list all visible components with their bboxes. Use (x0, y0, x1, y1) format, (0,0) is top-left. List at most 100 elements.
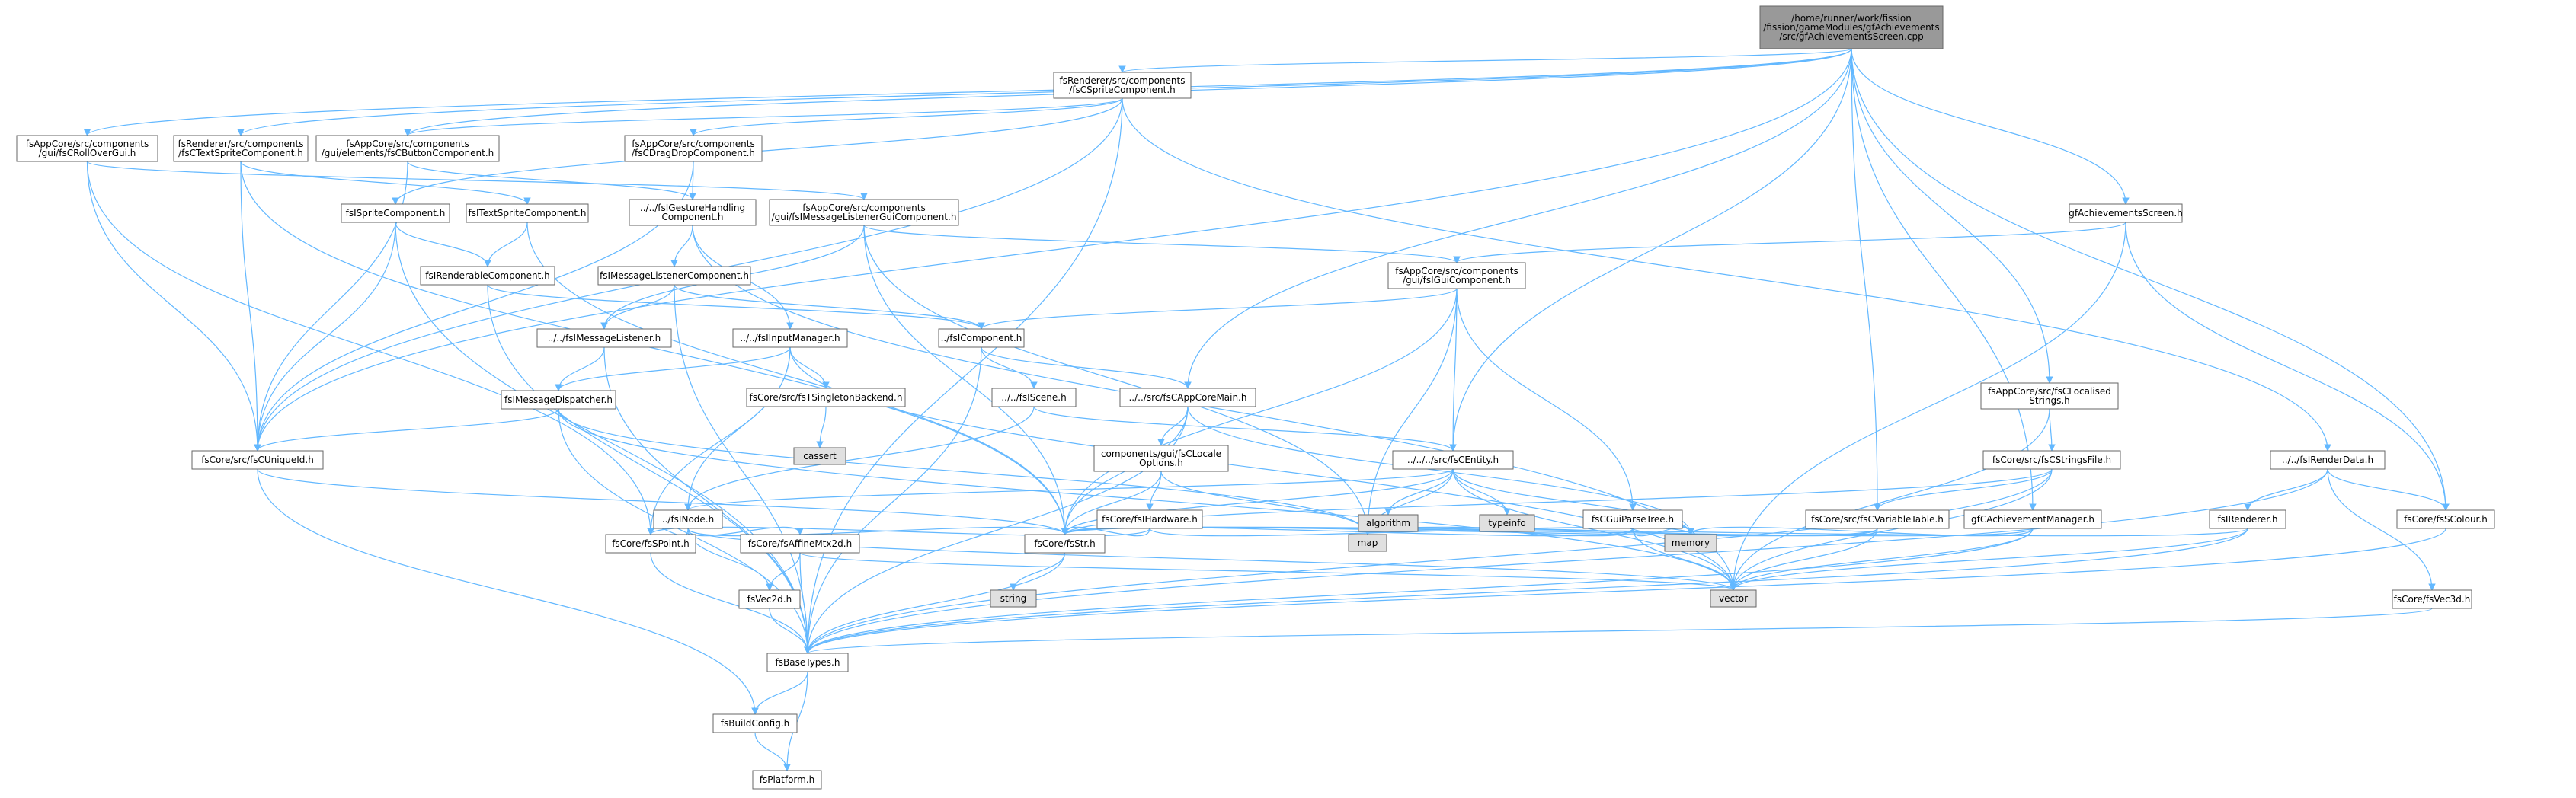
node-root[interactable]: /home/runner/work/fission/fission/gameMo… (1759, 5, 1944, 49)
edge-fsSpriteCompR-to-fsButtonComp (404, 97, 1123, 136)
node-fsINode[interactable]: ../fsINode.h (653, 509, 723, 529)
node-fsCAppCoreMain[interactable]: ../../src/fsCAppCoreMain.h (1119, 388, 1256, 407)
node-box-memory (1664, 534, 1717, 552)
node-fsVec3d[interactable]: fsCore/fsVec3d.h (2392, 589, 2472, 609)
edge-fsCUniqueId-to-fsBuildConfig (257, 468, 759, 715)
node-label: /fsCDragDropComponent.h (632, 148, 755, 158)
node-label: typeinfo (1488, 518, 1525, 528)
node-fsCEntity[interactable]: ../../../src/fsCEntity.h (1392, 450, 1514, 470)
node-label: vector (1719, 593, 1748, 604)
edge-fsTSingletonBackend-to-cassert (816, 406, 827, 448)
edge-fsMsgListenerGuiComp-to-fsIGuiComp (863, 225, 1461, 263)
edges-layer (84, 48, 2450, 771)
node-fsCVariableTable[interactable]: fsCore/src/fsCVariableTable.h (1805, 509, 1950, 529)
node-label: fsIMessageListenerComponent.h (600, 270, 749, 281)
node-fsIMsgListener[interactable]: ../../fsIMessageListener.h (536, 328, 672, 348)
node-fsIGuiComp[interactable]: fsAppCore/src/components/gui/fsIGuiCompo… (1387, 262, 1526, 289)
edge-fsISpriteComp-to-fsBaseTypes (395, 222, 811, 654)
node-label: fsAppCore/src/components (1395, 266, 1518, 276)
node-box-fsCLocaleOptions (1093, 445, 1229, 472)
edge-fsIGuiComp-to-fsCEntity (1449, 288, 1458, 452)
node-box-fsIScene (991, 388, 1077, 407)
node-fsIScene[interactable]: ../../fsIScene.h (991, 388, 1077, 407)
edge-root-to-fsCLocalisedStrings (1851, 48, 2053, 384)
node-fsRollOverGui[interactable]: fsAppCore/src/components/gui/fsCRollOver… (16, 135, 158, 162)
edge-root-to-gfAchManager (1851, 48, 2037, 511)
node-label: ../../fsIRenderData.h (2282, 455, 2373, 465)
node-label: ../fsINode.h (662, 514, 714, 525)
node-gfAchManager[interactable]: gfCAchievementManager.h (1963, 509, 2102, 529)
node-label: fsCore/src/fsTSingletonBackend.h (750, 392, 903, 403)
node-box-cassert (793, 447, 846, 465)
node-box-fsIRenderer (2209, 509, 2286, 529)
edge-fsTextSpriteComp-to-fsStr (240, 161, 1069, 535)
node-typeinfo: typeinfo (1479, 514, 1535, 532)
edge-fsINode-to-fsStr (687, 526, 1069, 537)
node-fsIMsgDispatcher[interactable]: fsIMessageDispatcher.h (501, 390, 616, 410)
edge-root-to-fsCUniqueId (254, 48, 1852, 452)
node-box-fsIInputManager (732, 328, 848, 348)
node-fsStr[interactable]: fsCore/fsStr.h (1024, 534, 1106, 554)
node-label: ../../../src/fsCEntity.h (1407, 455, 1499, 465)
node-fsBaseTypes[interactable]: fsBaseTypes.h (766, 653, 849, 672)
node-fsISpriteComp[interactable]: fsISpriteComponent.h (341, 203, 450, 223)
edge-fsRollOverGui-to-fsCUniqueId (86, 161, 261, 452)
node-fsIMsgListenerComp[interactable]: fsIMessageListenerComponent.h (597, 266, 751, 286)
node-box-fsRollOverGui (16, 135, 158, 162)
edge-fsIComponent-to-fsCAppCoreMain (981, 346, 1192, 389)
node-fsIComponent[interactable]: ../fsIComponent.h (938, 328, 1025, 348)
edge-fsCGuiParseTree-to-vector (1632, 528, 1737, 591)
node-fsIRenderData[interactable]: ../../fsIRenderData.h (2270, 450, 2386, 470)
edge-fsISpriteComp-to-fsCUniqueId (254, 222, 396, 452)
node-fsButtonComp[interactable]: fsAppCore/src/components/gui/elements/fs… (315, 135, 500, 162)
node-fsSColour[interactable]: fsCore/fsSColour.h (2396, 509, 2495, 529)
edge-fsButtonComp-to-fsIGestureHandling (407, 161, 696, 200)
edge-fsCLocaleOptions-to-fsStr (1061, 471, 1162, 535)
node-fsTSingletonBackend[interactable]: fsCore/src/fsTSingletonBackend.h (746, 388, 906, 407)
node-box-fsITextSpriteComp (466, 203, 589, 223)
node-label: fsRenderer/src/components (178, 139, 304, 149)
node-label: components/gui/fsCLocale (1101, 448, 1221, 459)
node-fsITextSpriteComp[interactable]: fsITextSpriteComponent.h (466, 203, 589, 223)
node-fsSpriteCompR[interactable]: fsRenderer/src/components/fsCSpriteCompo… (1053, 72, 1192, 99)
node-fsIRenderableComp[interactable]: fsIRenderableComponent.h (420, 266, 555, 286)
edge-root-to-fsRollOverGui (84, 48, 1852, 136)
node-label: fsCore/fsAffineMtx2d.h (748, 538, 852, 549)
node-fsTextSpriteComp[interactable]: fsRenderer/src/components/fsCTextSpriteC… (173, 135, 309, 162)
node-fsVec2d[interactable]: fsVec2d.h (738, 589, 801, 609)
node-fsIRenderer[interactable]: fsIRenderer.h (2209, 509, 2286, 529)
edge-fsCVariableTable-to-vector (1730, 528, 1878, 591)
edge-fsSpriteCompR-to-fsBaseTypes (804, 97, 1123, 654)
node-label: fsVec2d.h (747, 594, 792, 605)
node-label: fsCore/src/fsCUniqueId.h (201, 455, 314, 465)
node-fsIInputManager[interactable]: ../../fsIInputManager.h (732, 328, 848, 348)
edge-fsCLocaleOptions-to-fsIHardware (1146, 471, 1162, 511)
edge-fsCEntity-to-vector (1452, 468, 1737, 591)
edge-root-to-fsCVariableTable (1851, 48, 1881, 511)
edge-fsIMsgListenerComp-to-fsIMsgListener (600, 284, 675, 330)
node-label: fsISpriteComponent.h (346, 208, 446, 219)
node-fsPlatform[interactable]: fsPlatform.h (752, 770, 822, 790)
node-gfAchScreenH[interactable]: gfAchievementsScreen.h (2069, 203, 2183, 223)
node-box-fsISpriteComp (341, 203, 450, 223)
node-fsCGuiParseTree[interactable]: fsCGuiParseTree.h (1582, 509, 1683, 529)
node-box-fsVec2d (738, 589, 801, 609)
node-fsPoint[interactable]: fsCore/fsSPoint.h (605, 534, 696, 554)
node-fsBuildConfig[interactable]: fsBuildConfig.h (712, 713, 798, 733)
node-fsDragDropComp[interactable]: fsAppCore/src/components/fsCDragDropComp… (624, 135, 763, 162)
node-fsCUniqueId[interactable]: fsCore/src/fsCUniqueId.h (191, 450, 324, 470)
node-label: fsCore/fsStr.h (1034, 538, 1095, 549)
node-label: fsCGuiParseTree.h (1592, 514, 1674, 525)
node-fsIHardware[interactable]: fsCore/fsIHardware.h (1096, 509, 1203, 529)
edge-root-to-fsTextSpriteComp (237, 48, 1852, 136)
node-box-string (990, 589, 1037, 608)
node-label: ../../fsIMessageListener.h (548, 333, 661, 343)
node-fsAffineMtx2d[interactable]: fsCore/fsAffineMtx2d.h (740, 534, 860, 554)
nodes-layer: /home/runner/work/fission/fission/gameMo… (16, 5, 2495, 790)
node-fsMsgListenerGuiComp[interactable]: fsAppCore/src/components/gui/fsIMessageL… (769, 199, 959, 226)
edge-fsStr-to-string (1010, 552, 1066, 591)
node-fsCStringsFile[interactable]: fsCore/src/fsCStringsFile.h (1982, 450, 2121, 470)
